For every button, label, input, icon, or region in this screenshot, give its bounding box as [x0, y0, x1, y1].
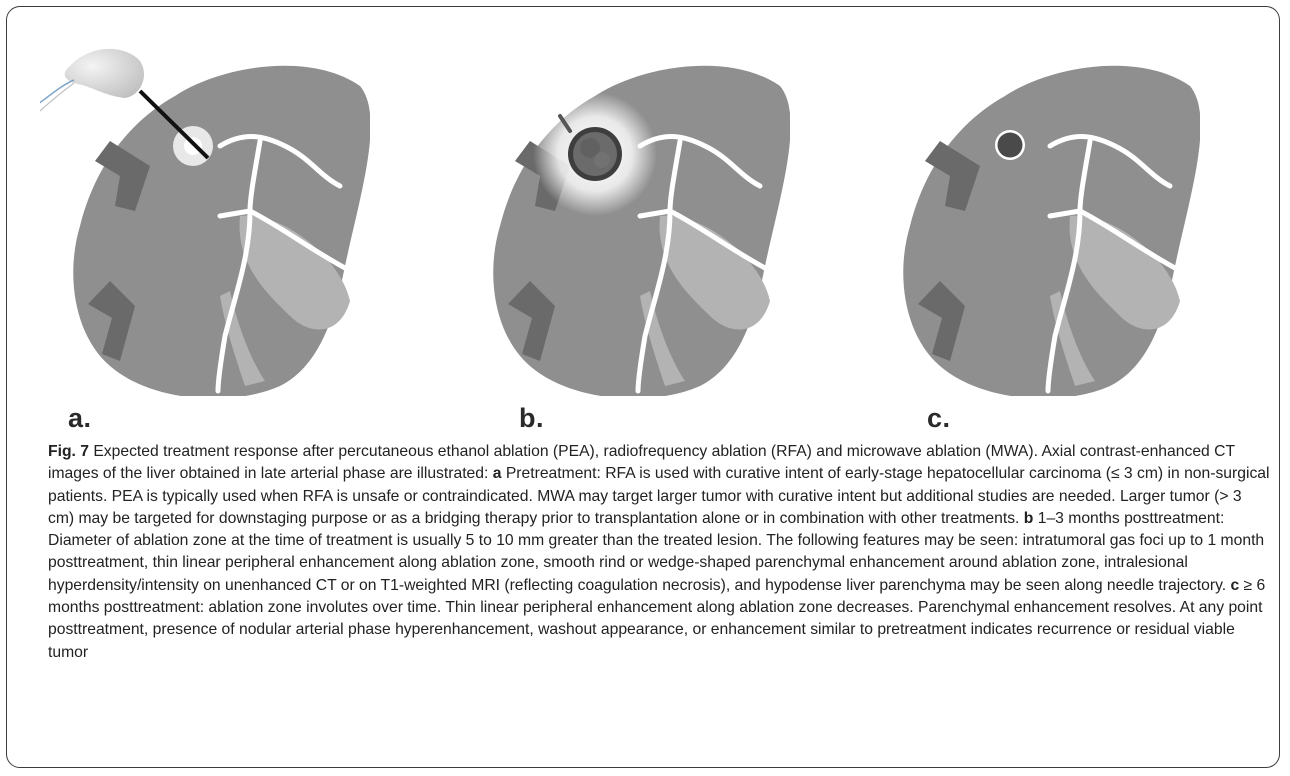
caption-key-b: b	[1024, 510, 1034, 527]
caption-fig-label: Fig. 7	[48, 443, 89, 460]
panel-c-illustration	[870, 36, 1200, 396]
figure-caption: Fig. 7 Expected treatment response after…	[48, 441, 1270, 664]
panel-label-b: b.	[519, 403, 544, 434]
ablation-zone	[568, 127, 622, 181]
involuted-ablation-zone	[995, 130, 1025, 160]
caption-key-c: c	[1230, 577, 1239, 594]
panel-label-a: a.	[68, 403, 92, 434]
panel-label-c: c.	[927, 403, 951, 434]
panel-a-illustration	[40, 36, 370, 396]
panel-b-illustration	[460, 36, 790, 396]
